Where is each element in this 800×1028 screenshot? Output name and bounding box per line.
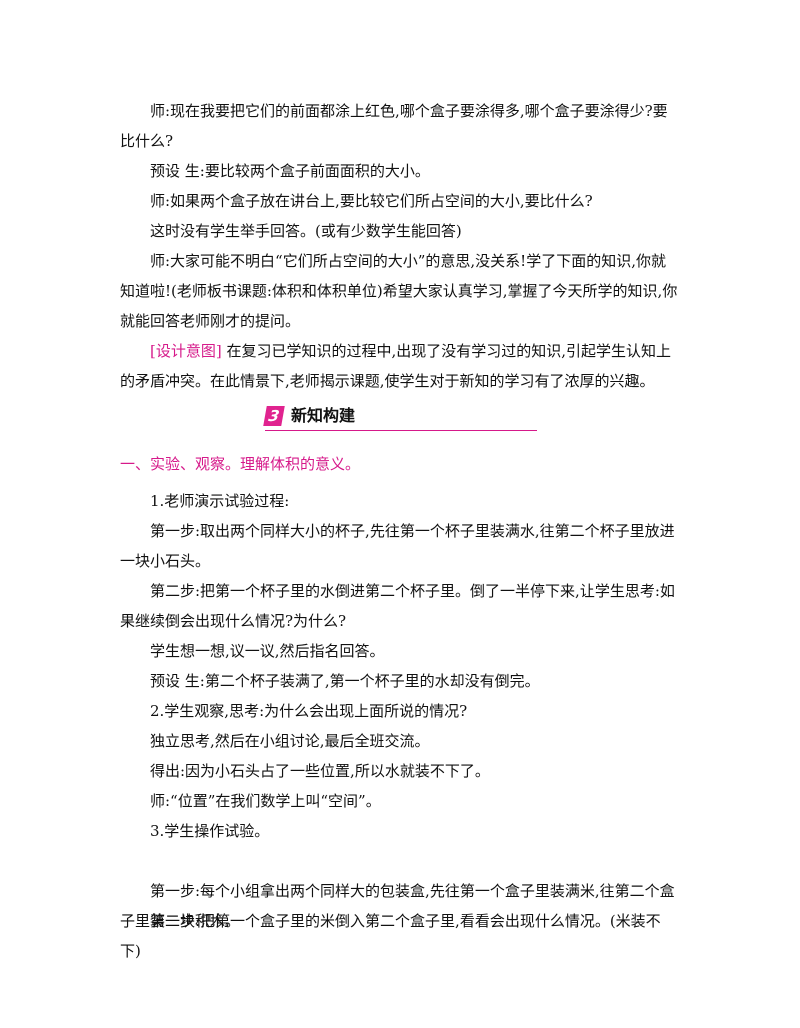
paragraph-conclusion: 得出:因为小石头占了一些位置,所以水就装不下了。 <box>150 762 490 780</box>
paragraph-preset-answer-cup: 预设 生:第二个杯子装满了,第一个杯子里的水却没有倒完。 <box>150 672 540 690</box>
paragraph-step-heading-3: 3.学生操作试验。 <box>150 822 270 840</box>
paragraph-demo-step-1: 第一步:取出两个同样大小的杯子,先往第一个杯子里装满水,往第二个杯子里放进一块小… <box>120 522 675 570</box>
paragraph-step-heading-2: 2.学生观察,思考:为什么会出现上面所说的情况? <box>150 702 468 720</box>
paragraph-group-step-2: 第二步:把第一个盒子里的米倒入第二个盒子里,看看会出现什么情况。(米装不下) <box>120 912 661 960</box>
paragraph-think-discuss: 学生想一想,议一议,然后指名回答。 <box>150 642 385 660</box>
subheading-experiment: 一、实验、观察。理解体积的意义。 <box>120 455 361 473</box>
paragraph-step-heading-1: 1.老师演示试验过程: <box>150 492 290 510</box>
paragraph-space-definition: 师:“位置”在我们数学上叫“空间”。 <box>150 792 381 810</box>
paragraph-teacher-intro-topic: 师:大家可能不明白“它们所占空间的大小”的意思,没关系!学了下面的知识,你就知道… <box>120 252 678 330</box>
paragraph-group-step-1: 第一步:每个小组拿出两个同样大的包装盒,先往第一个盒子里装满米,往第二个盒子里装… <box>120 882 675 930</box>
paragraph-group-discussion: 独立思考,然后在小组讨论,最后全班交流。 <box>150 732 430 750</box>
paragraph-teacher-question-space: 师:如果两个盒子放在讲台上,要比较它们所占空间的大小,要比什么? <box>150 192 593 210</box>
paragraph-preset-answer-area: 预设 生:要比较两个盒子前面面积的大小。 <box>150 162 430 180</box>
paragraph-demo-step-2: 第二步:把第一个杯子里的水倒进第二个杯子里。倒了一半停下来,让学生思考:如果继续… <box>120 582 675 630</box>
section-title: 新知构建 <box>291 406 356 425</box>
section-header: 3 新知构建 <box>263 404 537 431</box>
design-intent-text: 在复习已学知识的过程中,出现了没有学习过的知识,引起学生认知上的矛盾冲突。在此情… <box>120 342 672 390</box>
section-number-badge: 3 <box>263 406 285 426</box>
design-intent-tag: [设计意图] <box>150 342 222 360</box>
paragraph-teacher-question-paint: 师:现在我要把它们的前面都涂上红色,哪个盒子要涂得多,哪个盒子要涂得少?要比什么… <box>120 102 668 150</box>
paragraph-design-intent: [设计意图] 在复习已学知识的过程中,出现了没有学习过的知识,引起学生认知上的矛… <box>120 336 680 396</box>
paragraph-no-answer-note: 这时没有学生举手回答。(或有少数学生能回答) <box>150 222 462 240</box>
